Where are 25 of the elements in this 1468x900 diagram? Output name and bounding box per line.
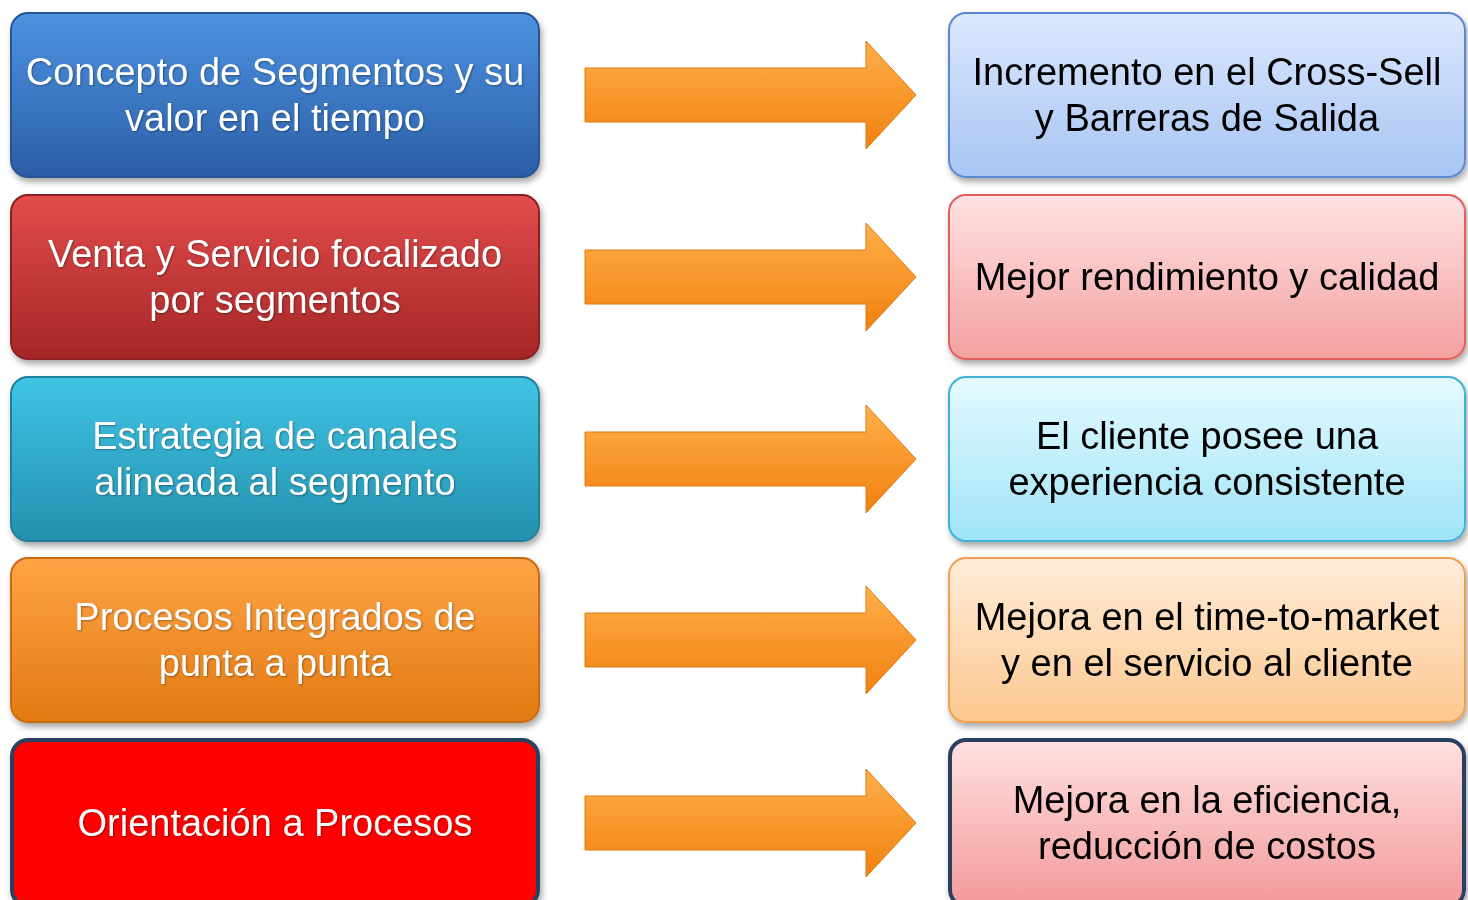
result-text: Incremento en el Cross-Sell y Barreras de Salida xyxy=(971,49,1443,141)
cause-text: Estrategia de canales alineada al segmento xyxy=(91,413,459,505)
cause-box xyxy=(10,194,540,360)
cause-box xyxy=(10,12,540,178)
cause-text: Venta y Servicio focalizado por segmentos xyxy=(46,231,504,323)
cause-text: Orientación a Procesos xyxy=(77,800,473,846)
block-arrow xyxy=(584,768,917,878)
cause-box xyxy=(10,557,540,723)
block-arrow xyxy=(584,404,917,514)
result-box xyxy=(948,376,1466,542)
result-box xyxy=(948,557,1466,723)
result-box xyxy=(948,12,1466,178)
cause-box xyxy=(10,738,540,900)
cause-text: Concepto de Segmentos y su valor en el tiempo xyxy=(24,49,526,141)
result-text: El cliente posee una experiencia consistente xyxy=(1007,413,1407,505)
block-arrow xyxy=(584,222,917,332)
cause-box xyxy=(10,376,540,542)
block-arrow xyxy=(584,40,917,150)
cause-text: Procesos Integrados de punta a punta xyxy=(73,594,477,686)
result-box xyxy=(948,738,1466,900)
result-text: Mejora en el time-to-market y en el servicio al cliente xyxy=(973,594,1441,686)
result-text: Mejor rendimiento y calidad xyxy=(974,254,1440,300)
result-text: Mejora en la eficiencia, reducción de costos xyxy=(1011,777,1403,869)
result-box xyxy=(948,194,1466,360)
block-arrow xyxy=(584,585,917,695)
